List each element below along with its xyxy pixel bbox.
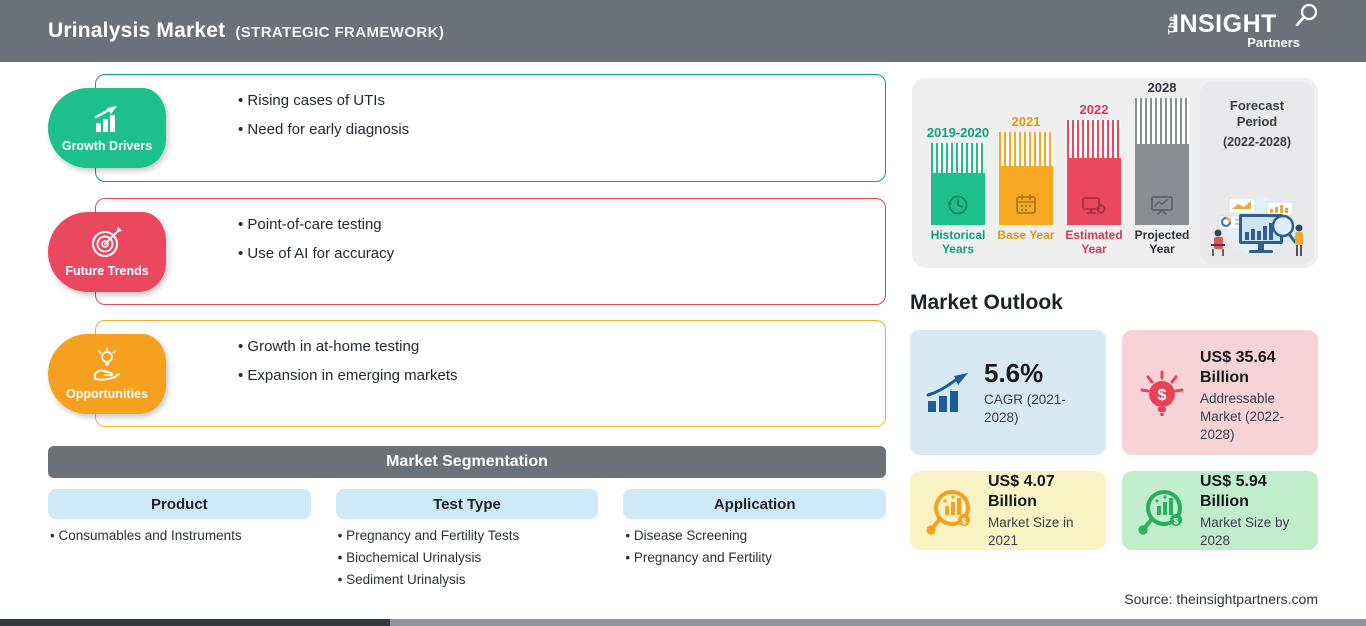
timeline-bar xyxy=(1135,98,1189,225)
future-trends-badge: Future Trends xyxy=(48,211,166,292)
clock-history-icon xyxy=(948,195,968,215)
header-bar: Urinalysis Market (STRATEGIC FRAMEWORK) … xyxy=(0,0,1366,62)
source-attribution: Source: theinsightpartners.com xyxy=(1124,591,1318,607)
opportunity-bullet: Expansion in emerging markets xyxy=(238,367,865,384)
footer-strip-light xyxy=(390,619,1366,626)
growth-driver-bullet: Rising cases of UTIs xyxy=(238,92,865,109)
growth-driver-bullet: Need for early diagnosis xyxy=(238,121,865,138)
forecast-period-line: Forecast xyxy=(1229,98,1285,113)
page-title-group: Urinalysis Market (STRATEGIC FRAMEWORK) xyxy=(48,19,444,43)
growth-chart-icon xyxy=(94,106,117,132)
svg-text:$: $ xyxy=(1158,387,1167,404)
addressable-market-card: $ US$ 35.64 Billion Addressable Market (… xyxy=(1122,330,1318,455)
segment-item: Pregnancy and Fertility Tests xyxy=(338,528,599,543)
market-size-2021-value: US$ 4.07 Billion xyxy=(988,472,1055,510)
future-trends-box: Point-of-care testing Use of AI for accu… xyxy=(95,198,886,305)
timeline-bar xyxy=(999,132,1053,225)
market-size-2021-card: $ US$ 4.07 Billion Market Size in 2021 xyxy=(910,471,1106,550)
timeline-bar-projected: 2028 xyxy=(1128,80,1196,225)
timeline-bar-estimated: 2022 xyxy=(1060,102,1128,225)
presentation-chart-icon xyxy=(1151,196,1173,215)
timeline-label-estimated: Estimated Year xyxy=(1065,228,1123,256)
timeline-year: 2028 xyxy=(1147,80,1177,95)
svg-text:$: $ xyxy=(1174,516,1179,526)
magnifier-chart-icon-orange: $ xyxy=(926,489,970,535)
forecast-timeline-panel: 2019-2020 Historical Years 2021 xyxy=(912,78,1318,268)
timeline-bar xyxy=(931,143,985,225)
market-outlook-title: Market Outlook xyxy=(910,291,1063,314)
market-size-2028-value: US$ 5.94 Billion xyxy=(1200,472,1267,510)
bulb-dollar-icon: $ xyxy=(1140,370,1184,416)
forecast-period-panel: Forecast Period (2022-2028) xyxy=(1200,82,1314,264)
opportunity-bullet: Growth in at-home testing xyxy=(238,338,865,355)
market-segmentation-title: Market Segmentation xyxy=(386,453,548,470)
market-size-2028-caption: Market Size by 2028 xyxy=(1200,514,1290,548)
insight-partners-logo: The INSIGHT Partners xyxy=(1164,3,1318,54)
magnifier-chart-icon-green: $ xyxy=(1138,489,1182,535)
segmentation-columns: Product Consumables and Instruments Test… xyxy=(48,489,887,594)
forecast-period-range: (2022-2028) xyxy=(1222,135,1292,149)
footer-strip xyxy=(0,619,1366,626)
segment-header-application: Application xyxy=(623,489,887,519)
opportunities-badge: Opportunities xyxy=(48,333,166,414)
computer-gear-icon xyxy=(1082,197,1106,214)
future-trend-bullet: Point-of-care testing xyxy=(238,216,865,233)
svg-text:$: $ xyxy=(962,516,967,526)
segment-header-test-type: Test Type xyxy=(335,489,599,519)
segment-item: Consumables and Instruments xyxy=(50,528,311,543)
future-trend-bullet: Use of AI for accuracy xyxy=(238,245,865,262)
future-trends-section: Point-of-care testing Use of AI for accu… xyxy=(48,198,886,305)
page-subtitle: (STRATEGIC FRAMEWORK) xyxy=(235,24,445,41)
magnifier-icon xyxy=(1295,3,1318,27)
cagr-growth-icon xyxy=(926,372,968,412)
segment-column-product: Product Consumables and Instruments xyxy=(48,489,311,594)
segment-item: Pregnancy and Fertility xyxy=(625,550,886,565)
cagr-card: 5.6% CAGR (2021-2028) xyxy=(910,330,1106,455)
timeline-bar-base: 2021 xyxy=(992,114,1060,225)
addressable-market-caption: Addressable Market (2022-2028) xyxy=(1200,391,1285,442)
segment-column-application: Application Disease Screening Pregnancy … xyxy=(623,489,887,594)
analytics-illustration xyxy=(1211,196,1303,256)
timeline-label-base: Base Year xyxy=(997,228,1055,242)
logo-insight-text: INSIGHT xyxy=(1172,10,1277,38)
timeline-bar-historical: 2019-2020 xyxy=(924,125,992,225)
timeline-year: 2022 xyxy=(1079,102,1109,117)
segment-header-product: Product xyxy=(48,489,311,519)
page-title: Urinalysis Market xyxy=(48,19,226,42)
segment-item: Biochemical Urinalysis xyxy=(338,550,599,565)
badge-label: Growth Drivers xyxy=(61,139,153,153)
target-dart-icon xyxy=(92,226,122,257)
segment-item: Disease Screening xyxy=(625,528,886,543)
forecast-period-line: Period xyxy=(1236,114,1278,129)
market-segmentation-header: Market Segmentation xyxy=(48,446,886,478)
market-size-2028-card: $ US$ 5.94 Billion Market Size by 2028 xyxy=(1122,471,1318,550)
cagr-caption: CAGR (2021-2028) xyxy=(984,392,1066,425)
logo-partners-text: Partners xyxy=(1247,35,1300,50)
opportunities-box: Growth in at-home testing Expansion in e… xyxy=(95,320,886,427)
timeline-label-projected: Projected Year xyxy=(1134,228,1190,256)
timeline-label-historical: Historical Years xyxy=(930,228,986,256)
badge-label: Opportunities xyxy=(66,386,148,401)
growth-drivers-box: Rising cases of UTIs Need for early diag… xyxy=(95,74,886,182)
timeline-bar xyxy=(1067,120,1121,225)
badge-label: Future Trends xyxy=(65,263,149,278)
market-size-2021-caption: Market Size in 2021 xyxy=(988,514,1074,548)
growth-drivers-section: Rising cases of UTIs Need for early diag… xyxy=(48,74,886,182)
cagr-value: 5.6% xyxy=(984,358,1044,388)
timeline-year: 2021 xyxy=(1011,114,1041,129)
bulb-hand-icon xyxy=(94,346,120,381)
addressable-market-value: US$ 35.64 Billion xyxy=(1200,349,1276,386)
segment-column-test-type: Test Type Pregnancy and Fertility Tests … xyxy=(335,489,599,594)
segment-item: Sediment Urinalysis xyxy=(338,572,599,587)
opportunities-section: Growth in at-home testing Expansion in e… xyxy=(48,320,886,427)
growth-drivers-badge: Growth Drivers xyxy=(48,88,166,168)
calendar-icon xyxy=(1016,194,1036,214)
timeline-year: 2019-2020 xyxy=(926,125,990,140)
footer-strip-dark xyxy=(0,619,390,626)
